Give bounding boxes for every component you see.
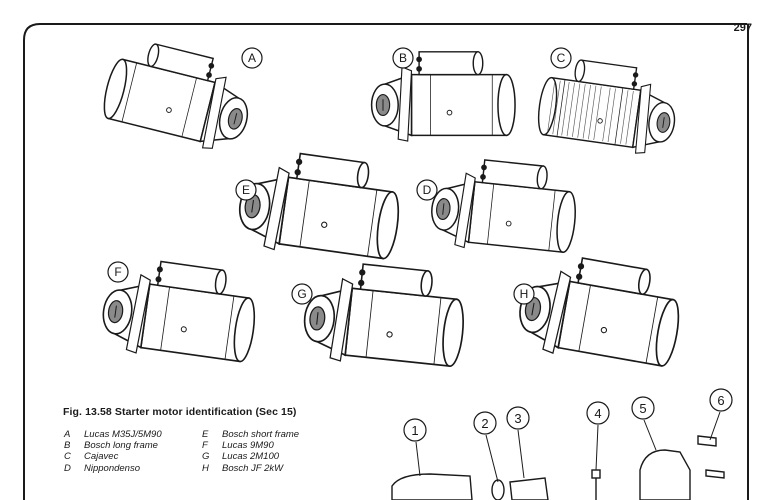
legend-item: G Lucas 2M100 (202, 451, 334, 462)
legend-key: D (64, 462, 71, 474)
legend-text: Bosch short frame (222, 429, 300, 440)
label-g: G (291, 283, 313, 305)
legend-item: A Lucas M35J/5M90 (64, 429, 202, 440)
legend-text: Bosch JF 2kW (222, 462, 284, 474)
label-f: F (107, 261, 129, 283)
starter-motor-a (97, 34, 260, 158)
svg-text:E: E (242, 183, 250, 197)
svg-text:B: B (399, 51, 407, 65)
legend-item: B Bosch long frame (64, 440, 202, 451)
svg-text:6: 6 (717, 393, 724, 408)
starter-motor-c (534, 54, 682, 159)
svg-text:5: 5 (639, 401, 646, 416)
figure-legend: A Lucas M35J/5M90 E Bosch short frame B Bos… (64, 429, 334, 474)
legend-text: Lucas 2M100 (222, 451, 280, 463)
legend-text: Nippondenso (84, 462, 140, 474)
legend-key: H (202, 462, 209, 474)
label-a: A (241, 47, 263, 69)
legend-key: B (64, 440, 71, 452)
legend-key: C (64, 451, 71, 463)
part-label-6: 6 (709, 388, 733, 412)
svg-text:A: A (248, 51, 256, 65)
starter-motor-d (427, 154, 581, 260)
label-c: C (550, 47, 572, 69)
starter-motor-h (512, 248, 688, 375)
legend-text: Lucas 9M90 (222, 440, 274, 452)
legend-key: G (202, 451, 210, 463)
exploded-leader-lines (415, 411, 721, 483)
part-label-1: 1 (403, 418, 427, 442)
svg-text:D: D (423, 183, 432, 197)
legend-key: A (64, 429, 71, 440)
legend-text: Lucas M35J/5M90 (84, 429, 162, 440)
svg-text:3: 3 (514, 411, 521, 426)
label-d: D (416, 179, 438, 201)
legend-item: H Bosch JF 2kW (202, 463, 334, 474)
part-label-2: 2 (473, 411, 497, 435)
label-h: H (513, 283, 535, 305)
label-b: B (392, 47, 414, 69)
svg-text:F: F (114, 265, 121, 279)
starter-motor-e (233, 145, 407, 267)
svg-text:4: 4 (594, 406, 601, 421)
legend-item: F Lucas 9M90 (202, 440, 334, 451)
legend-item: D Nippondenso (64, 463, 202, 474)
legend-text: Bosch long frame (84, 440, 158, 452)
svg-text:2: 2 (481, 416, 488, 431)
part-label-4: 4 (586, 401, 610, 425)
legend-key: E (202, 429, 209, 440)
figure-caption: Fig. 13.58 Starter motor identification … (63, 406, 297, 418)
svg-text:G: G (297, 287, 306, 301)
part-label-3: 3 (506, 406, 530, 430)
legend-item: E Bosch short frame (202, 429, 334, 440)
legend-text: Cajavec (84, 451, 119, 463)
starter-motor-b (370, 51, 516, 142)
starter-motor-g (299, 257, 470, 375)
part-label-5: 5 (631, 396, 655, 420)
svg-text:1: 1 (411, 423, 418, 438)
exploded-parts (391, 435, 725, 500)
svg-text:C: C (557, 51, 566, 65)
label-e: E (235, 179, 257, 201)
legend-item: C Cajavec (64, 451, 202, 462)
legend-key: F (202, 440, 208, 452)
svg-text:H: H (520, 287, 529, 301)
